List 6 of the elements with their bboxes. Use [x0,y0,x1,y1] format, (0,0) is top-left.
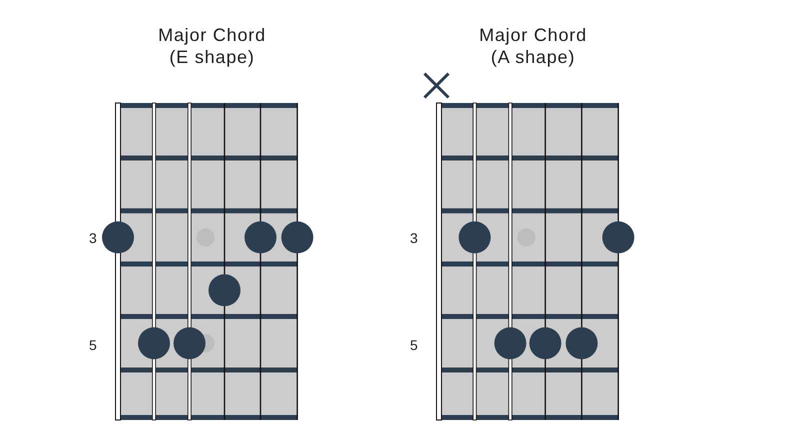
fret-number: 3 [410,230,418,246]
chart-title: Major Chord (E shape) [157,24,267,68]
fret-number: 5 [410,337,418,353]
fret-number: 5 [89,337,97,353]
chart-title: Major Chord (A shape) [478,24,588,68]
fret-number: 3 [89,230,97,246]
